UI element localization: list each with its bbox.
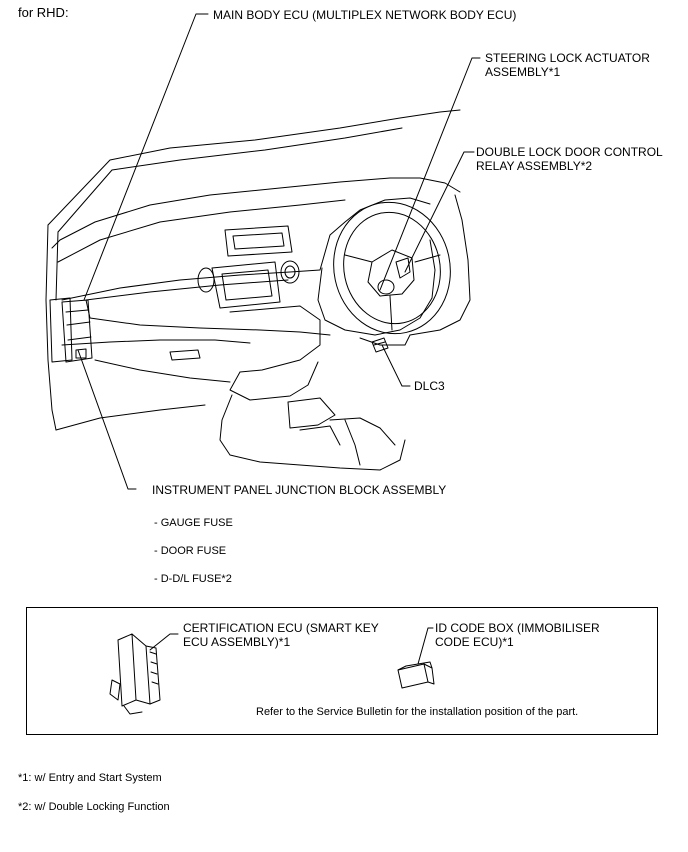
- double-lock-label-line1: DOUBLE LOCK DOOR CONTROL: [476, 145, 663, 159]
- steering-lock-label-line1: STEERING LOCK ACTUATOR: [485, 51, 650, 65]
- dlc3-label: DLC3: [414, 379, 445, 393]
- certification-ecu-label-line2: ECU ASSEMBLY)*1: [183, 635, 291, 649]
- certification-ecu-icon: [117, 633, 137, 707]
- main-body-ecu-label: MAIN BODY ECU (MULTIPLEX NETWORK BODY EC…: [213, 8, 517, 22]
- fuse-item-ddl: - D-D/L FUSE*2: [154, 573, 232, 585]
- variant-heading: for RHD:: [18, 5, 69, 20]
- footnote-1: *1: w/ Entry and Start System: [18, 772, 162, 784]
- steering-lock-label-line2: ASSEMBLY*1: [485, 65, 561, 79]
- double-lock-label-line2: RELAY ASSEMBLY*2: [476, 159, 593, 173]
- service-bulletin-note: Refer to the Service Bulletin for the in…: [256, 706, 579, 718]
- fuse-item-gauge: - GAUGE FUSE: [154, 517, 233, 529]
- inset-box: [26, 607, 658, 735]
- footnote-2: *2: w/ Double Locking Function: [18, 801, 170, 813]
- id-code-box-label-line1: ID CODE BOX (IMMOBILISER: [435, 621, 600, 635]
- id-code-box-label-line2: CODE ECU)*1: [435, 635, 514, 649]
- certification-ecu-label-line1: CERTIFICATION ECU (SMART KEY: [183, 621, 379, 635]
- junction-block-label: INSTRUMENT PANEL JUNCTION BLOCK ASSEMBLY: [152, 483, 447, 497]
- fuse-item-door: - DOOR FUSE: [154, 545, 227, 557]
